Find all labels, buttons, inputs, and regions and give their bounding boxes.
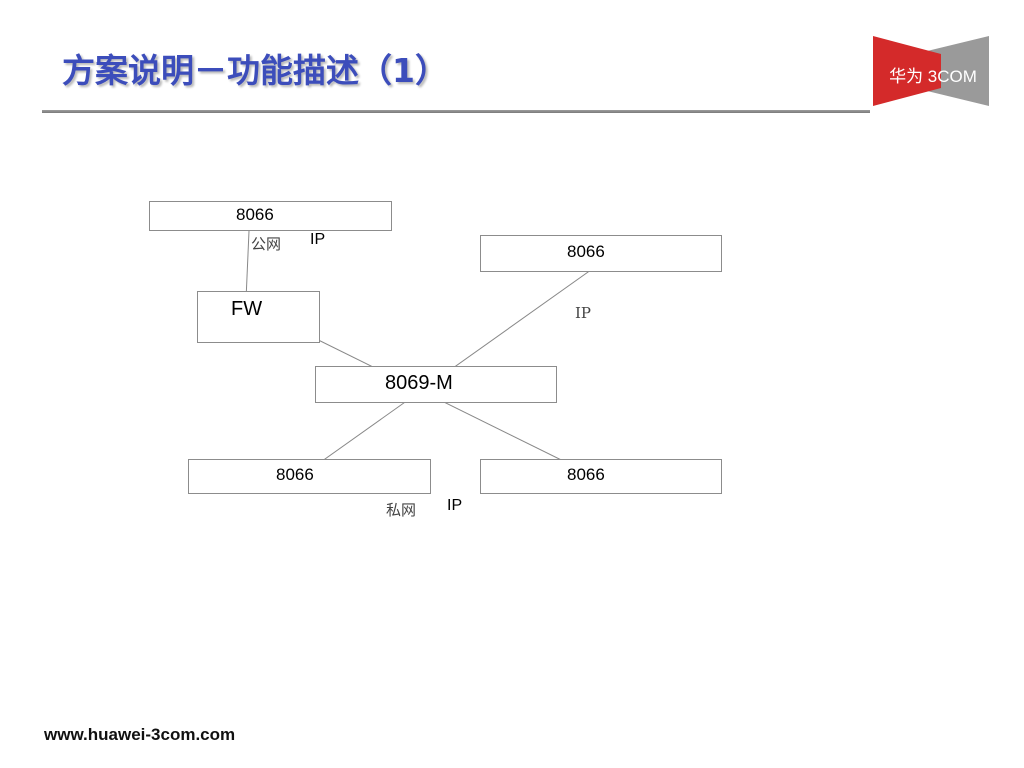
huawei-3com-logo <box>873 36 989 106</box>
node-label-bottom-left: 8066 <box>276 465 314 484</box>
private-ip-label: IP <box>447 497 463 514</box>
page-title: 方案说明－功能描述（1） <box>62 51 448 90</box>
private-net-label: 私网 <box>386 501 417 519</box>
public-ip-label: IP <box>310 231 326 248</box>
link-fw-bottomright <box>289 325 613 486</box>
footer-url: www.huawei-3com.com <box>44 725 236 744</box>
logo-text: 华为 3COM <box>889 67 977 86</box>
node-8066-bottom-right <box>480 459 722 494</box>
mid-ip-label: IP <box>575 304 592 322</box>
node-label-fw: FW <box>231 298 263 320</box>
node-label-bottom-right: 8066 <box>567 465 605 484</box>
node-fw <box>197 291 320 343</box>
public-net-label: 公网 <box>251 235 282 253</box>
node-8066-top-left <box>149 201 392 231</box>
node-8066-top-right <box>480 235 722 272</box>
node-label-center: 8069-M <box>385 372 453 394</box>
node-label-top-right: 8066 <box>567 242 605 261</box>
node-8069-m <box>315 366 557 403</box>
title-divider <box>42 110 870 113</box>
node-label-top-left: 8066 <box>236 205 274 224</box>
node-8066-bottom-left <box>188 459 431 494</box>
link-topleft-fw <box>245 230 250 301</box>
